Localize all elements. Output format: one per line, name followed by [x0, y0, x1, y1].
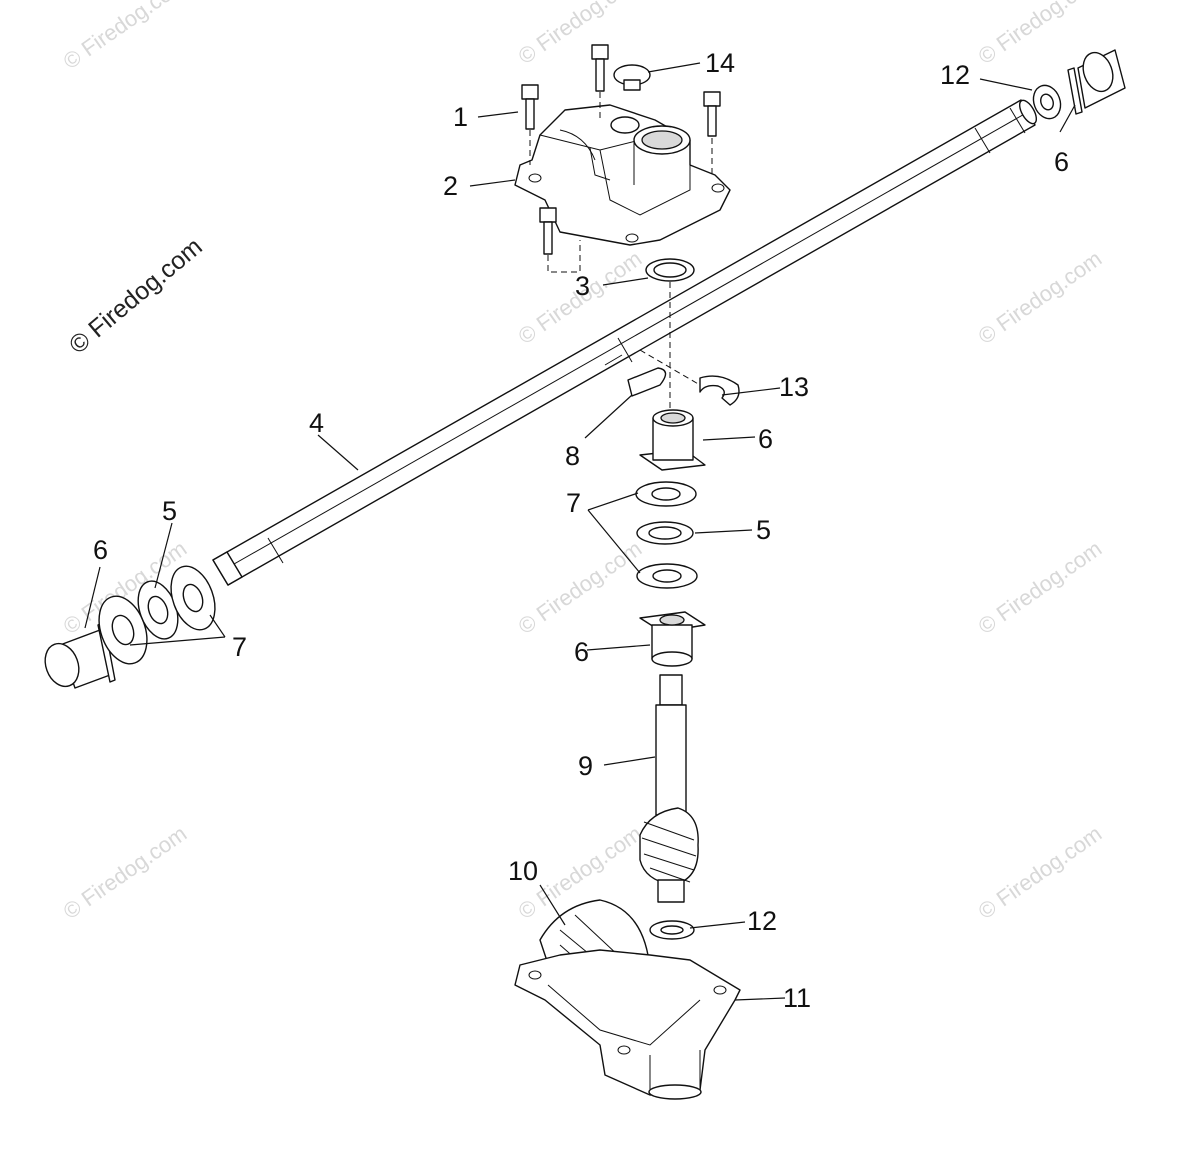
- callout-7: 7: [232, 632, 247, 662]
- callout-10: 10: [508, 856, 538, 886]
- callout-13: 13: [779, 372, 809, 402]
- callout-8: 8: [565, 441, 580, 471]
- callout-7: 7: [566, 488, 581, 518]
- callout-12: 12: [747, 906, 777, 936]
- callout-5: 5: [756, 515, 771, 545]
- part-seal: [645, 258, 695, 282]
- callout-1: 1: [453, 102, 468, 132]
- part-upper-housing: [514, 104, 731, 246]
- part-key: [627, 367, 667, 397]
- callout-12: 12: [940, 60, 970, 90]
- watermark-faint: © Firedog.com: [59, 821, 192, 924]
- part-lower-housing: [514, 949, 741, 1100]
- watermark-faint: © Firedog.com: [59, 0, 192, 74]
- part-bushing-lower: [639, 611, 706, 667]
- callout-labels: 1 2 3 4 5 5 6 6 6 6 7 7 8 9 10 11 12 12 …: [93, 48, 1069, 1013]
- part-plug: [613, 64, 651, 91]
- part-worm-shaft: [639, 674, 699, 903]
- callout-9: 9: [578, 751, 593, 781]
- part-shaft: [212, 99, 1038, 586]
- callout-5: 5: [162, 496, 177, 526]
- callout-3: 3: [575, 271, 590, 301]
- callout-14: 14: [705, 48, 735, 78]
- callout-6: 6: [574, 637, 589, 667]
- watermark-faint: © Firedog.com: [514, 536, 647, 639]
- watermark-faint: © Firedog.com: [514, 0, 647, 69]
- part-bolts: [521, 44, 721, 255]
- watermark-main: © Firedog.com: [64, 233, 208, 360]
- callout-2: 2: [443, 171, 458, 201]
- watermark-faint: © Firedog.com: [974, 821, 1107, 924]
- callout-6: 6: [93, 535, 108, 565]
- callout-6: 6: [1054, 147, 1069, 177]
- watermark-faint: © Firedog.com: [974, 246, 1107, 349]
- callout-6: 6: [758, 424, 773, 454]
- watermark-faint: © Firedog.com: [974, 536, 1107, 639]
- leader-lines: [84, 62, 1076, 1001]
- part-left-bushing: [44, 621, 116, 689]
- callout-11: 11: [783, 983, 811, 1013]
- callout-4: 4: [309, 408, 324, 438]
- part-eclip: [699, 375, 740, 406]
- part-right-bushing: [1067, 49, 1126, 115]
- part-bushing-upper: [639, 409, 706, 471]
